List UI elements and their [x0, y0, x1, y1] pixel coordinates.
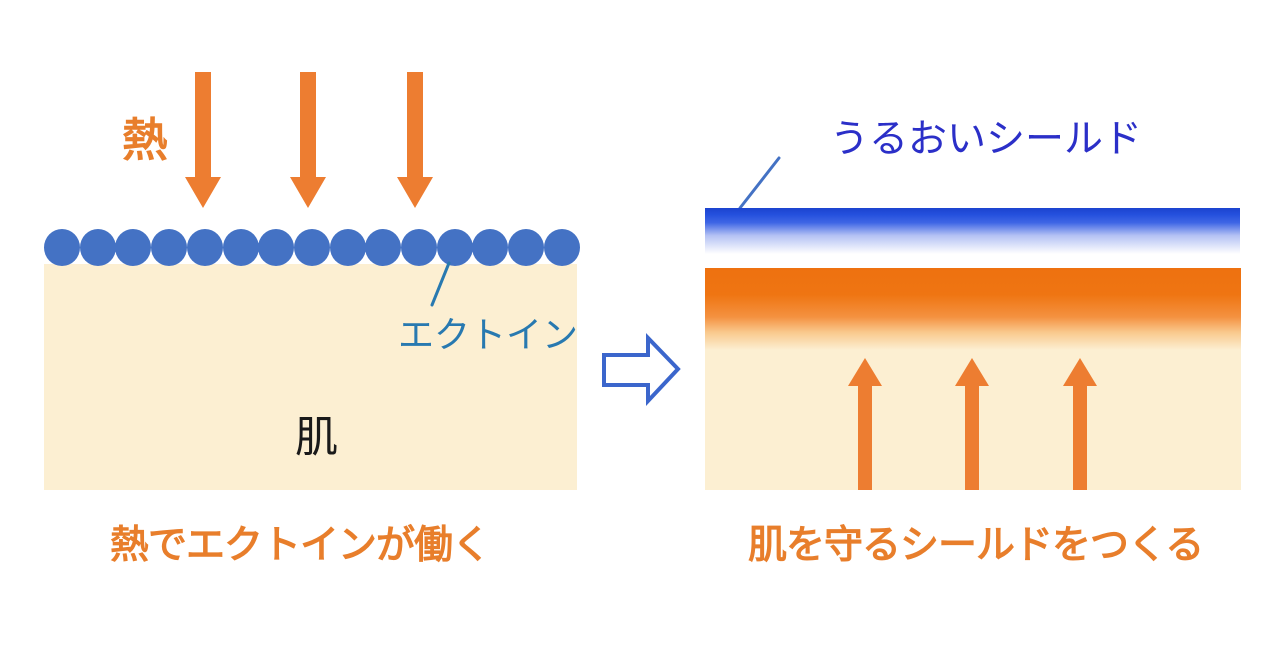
skin-area-left	[44, 264, 577, 490]
shield-arrow-up-icon	[955, 358, 989, 490]
ectoine-molecule-dot	[79, 229, 116, 266]
left-caption: 熱でエクトインが働く	[110, 524, 491, 567]
ectoine-molecule-dot	[472, 229, 509, 266]
ectoine-molecule-dot	[365, 229, 402, 266]
heat-arrow-down-icon	[397, 72, 433, 208]
up-arrow-head	[955, 358, 989, 386]
ectoine-molecule-dot	[44, 229, 80, 266]
ectoine-molecule-dot	[258, 229, 295, 266]
ectoine-leader-line	[430, 261, 451, 307]
heat-arrow-down-icon	[185, 72, 221, 208]
ectoine-molecule-dot	[222, 229, 259, 266]
ectoine-molecule-row	[44, 229, 580, 266]
ectoine-molecule-dot	[508, 229, 545, 266]
ectoine-molecule-dot	[293, 229, 330, 266]
ectoine-label: エクトイン	[398, 314, 579, 355]
shield-arrow-up-icon	[1063, 358, 1097, 490]
heat-arrow-head	[397, 177, 433, 208]
up-arrow-head	[848, 358, 882, 386]
heat-arrow-head	[290, 177, 326, 208]
moisture-shield-bar	[705, 208, 1240, 254]
up-arrow-shaft	[858, 386, 872, 490]
ectoine-molecule-dot	[151, 229, 188, 266]
ectoine-molecule-dot	[115, 229, 152, 266]
heat-arrow-down-icon	[290, 72, 326, 208]
up-arrow-shaft	[965, 386, 979, 490]
up-arrow-shaft	[1073, 386, 1087, 490]
ectoine-molecule-dot	[329, 229, 366, 266]
heat-label: 熱	[122, 114, 168, 166]
ectoine-molecule-dot	[436, 229, 473, 266]
shield-leader-line	[738, 156, 781, 210]
up-arrow-head	[1063, 358, 1097, 386]
process-right-arrow-icon	[602, 333, 681, 407]
shield-arrow-up-icon	[848, 358, 882, 490]
moisture-shield-label: うるおいシールド	[830, 118, 1143, 161]
ectoine-molecule-dot	[401, 229, 438, 266]
heat-arrow-shaft	[195, 72, 211, 177]
right-caption: 肌を守るシールドをつくる	[748, 524, 1204, 567]
heat-arrow-head	[185, 177, 221, 208]
ectoine-molecule-dot	[186, 229, 223, 266]
heat-arrow-shaft	[407, 72, 423, 177]
skin-label: 肌	[295, 414, 338, 462]
heat-arrow-shaft	[300, 72, 316, 177]
ectoine-molecule-dot	[543, 229, 580, 266]
